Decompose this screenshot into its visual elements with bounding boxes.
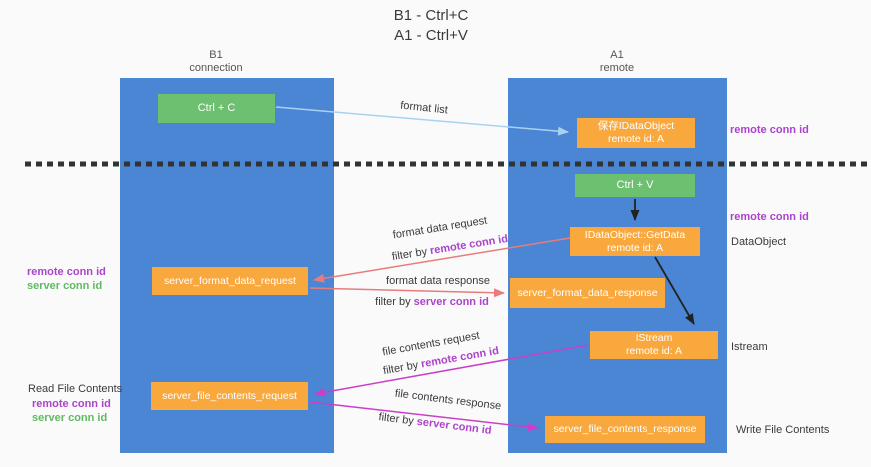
server-format-data-response-label: server_format_data_response [517, 286, 658, 299]
lane-b1-name: B1 [209, 49, 223, 61]
lane-a1-name: A1 [610, 49, 624, 61]
server-file-contents-request-label: server_file_contents_request [162, 389, 297, 402]
anno-dataobject: DataObject [731, 236, 787, 248]
lane-a1-role: remote [599, 62, 635, 74]
arrow-format-list [275, 106, 569, 136]
lane-header-b1: B1 connection [156, 49, 276, 75]
ctrl-v-box: Ctrl + V [575, 174, 695, 197]
getdata-line2: remote id: A [606, 241, 664, 254]
title-line-1: B1 - Ctrl+C [393, 7, 469, 24]
arrow-getdata-to-istream [654, 256, 695, 325]
ctrl-c-label: Ctrl + C [197, 102, 236, 114]
anno-read-file-contents: Read File Contents [28, 383, 123, 395]
arrow-file-contents-response [309, 401, 539, 432]
anno-left-server-conn-id-upper: server conn id [27, 280, 103, 292]
istream-line1: IStream [635, 332, 673, 344]
server-format-data-request-label: server_format_data_request [164, 274, 296, 287]
ctrl-v-label: Ctrl + V [616, 179, 654, 191]
server-format-data-response-box: server_format_data_response [510, 278, 665, 308]
istream-line2: remote id: A [625, 345, 683, 357]
anno-remote-conn-id-top: remote conn id [730, 124, 809, 136]
getdata-line1: IDataObject::GetData [584, 228, 686, 241]
istream-box: IStream remote id: A [590, 331, 718, 359]
lane-header-a1: A1 remote [557, 49, 677, 75]
save-dataobject-line2: remote id: A [607, 133, 665, 145]
arrow-format-data-request [313, 237, 571, 283]
title-line-2: A1 - Ctrl+V [394, 27, 468, 44]
anno-left-server-conn-id-lower: server conn id [32, 412, 108, 424]
anno-remote-conn-id-mid: remote conn id [730, 211, 809, 223]
idataobject-getdata-box: IDataObject::GetData remote id: A [570, 227, 700, 256]
ctrl-c-box: Ctrl + C [158, 94, 275, 123]
diagram-title: B1 - Ctrl+C A1 - Ctrl+V [331, 6, 531, 46]
anno-left-remote-conn-id-upper: remote conn id [27, 266, 106, 278]
save-dataobject-line1: 保存IDataObject [597, 120, 675, 132]
anno-write-file-contents: Write File Contents [736, 424, 830, 436]
lane-b1-role: connection [189, 62, 243, 74]
server-file-contents-request-box: server_file_contents_request [151, 382, 308, 410]
anno-left-remote-conn-id-lower: remote conn id [32, 398, 111, 410]
arrow-format-data-response [309, 287, 505, 298]
filter-id-server-conn: server conn id [413, 296, 489, 308]
save-dataobject-box: 保存IDataObject remote id: A [577, 118, 695, 148]
server-format-data-request-box: server_format_data_request [152, 267, 308, 295]
server-file-contents-response-label: server_file_contents_response [553, 423, 697, 435]
flow-label-format-response-filter: filter by server conn id [375, 296, 489, 308]
flow-label-format-data-response: format data response [386, 275, 490, 287]
filter-by-text: filter by [375, 296, 414, 308]
arrow-file-contents-request [314, 344, 589, 397]
server-file-contents-response-box: server_file_contents_response [545, 416, 705, 443]
anno-istream: Istream [731, 341, 768, 353]
